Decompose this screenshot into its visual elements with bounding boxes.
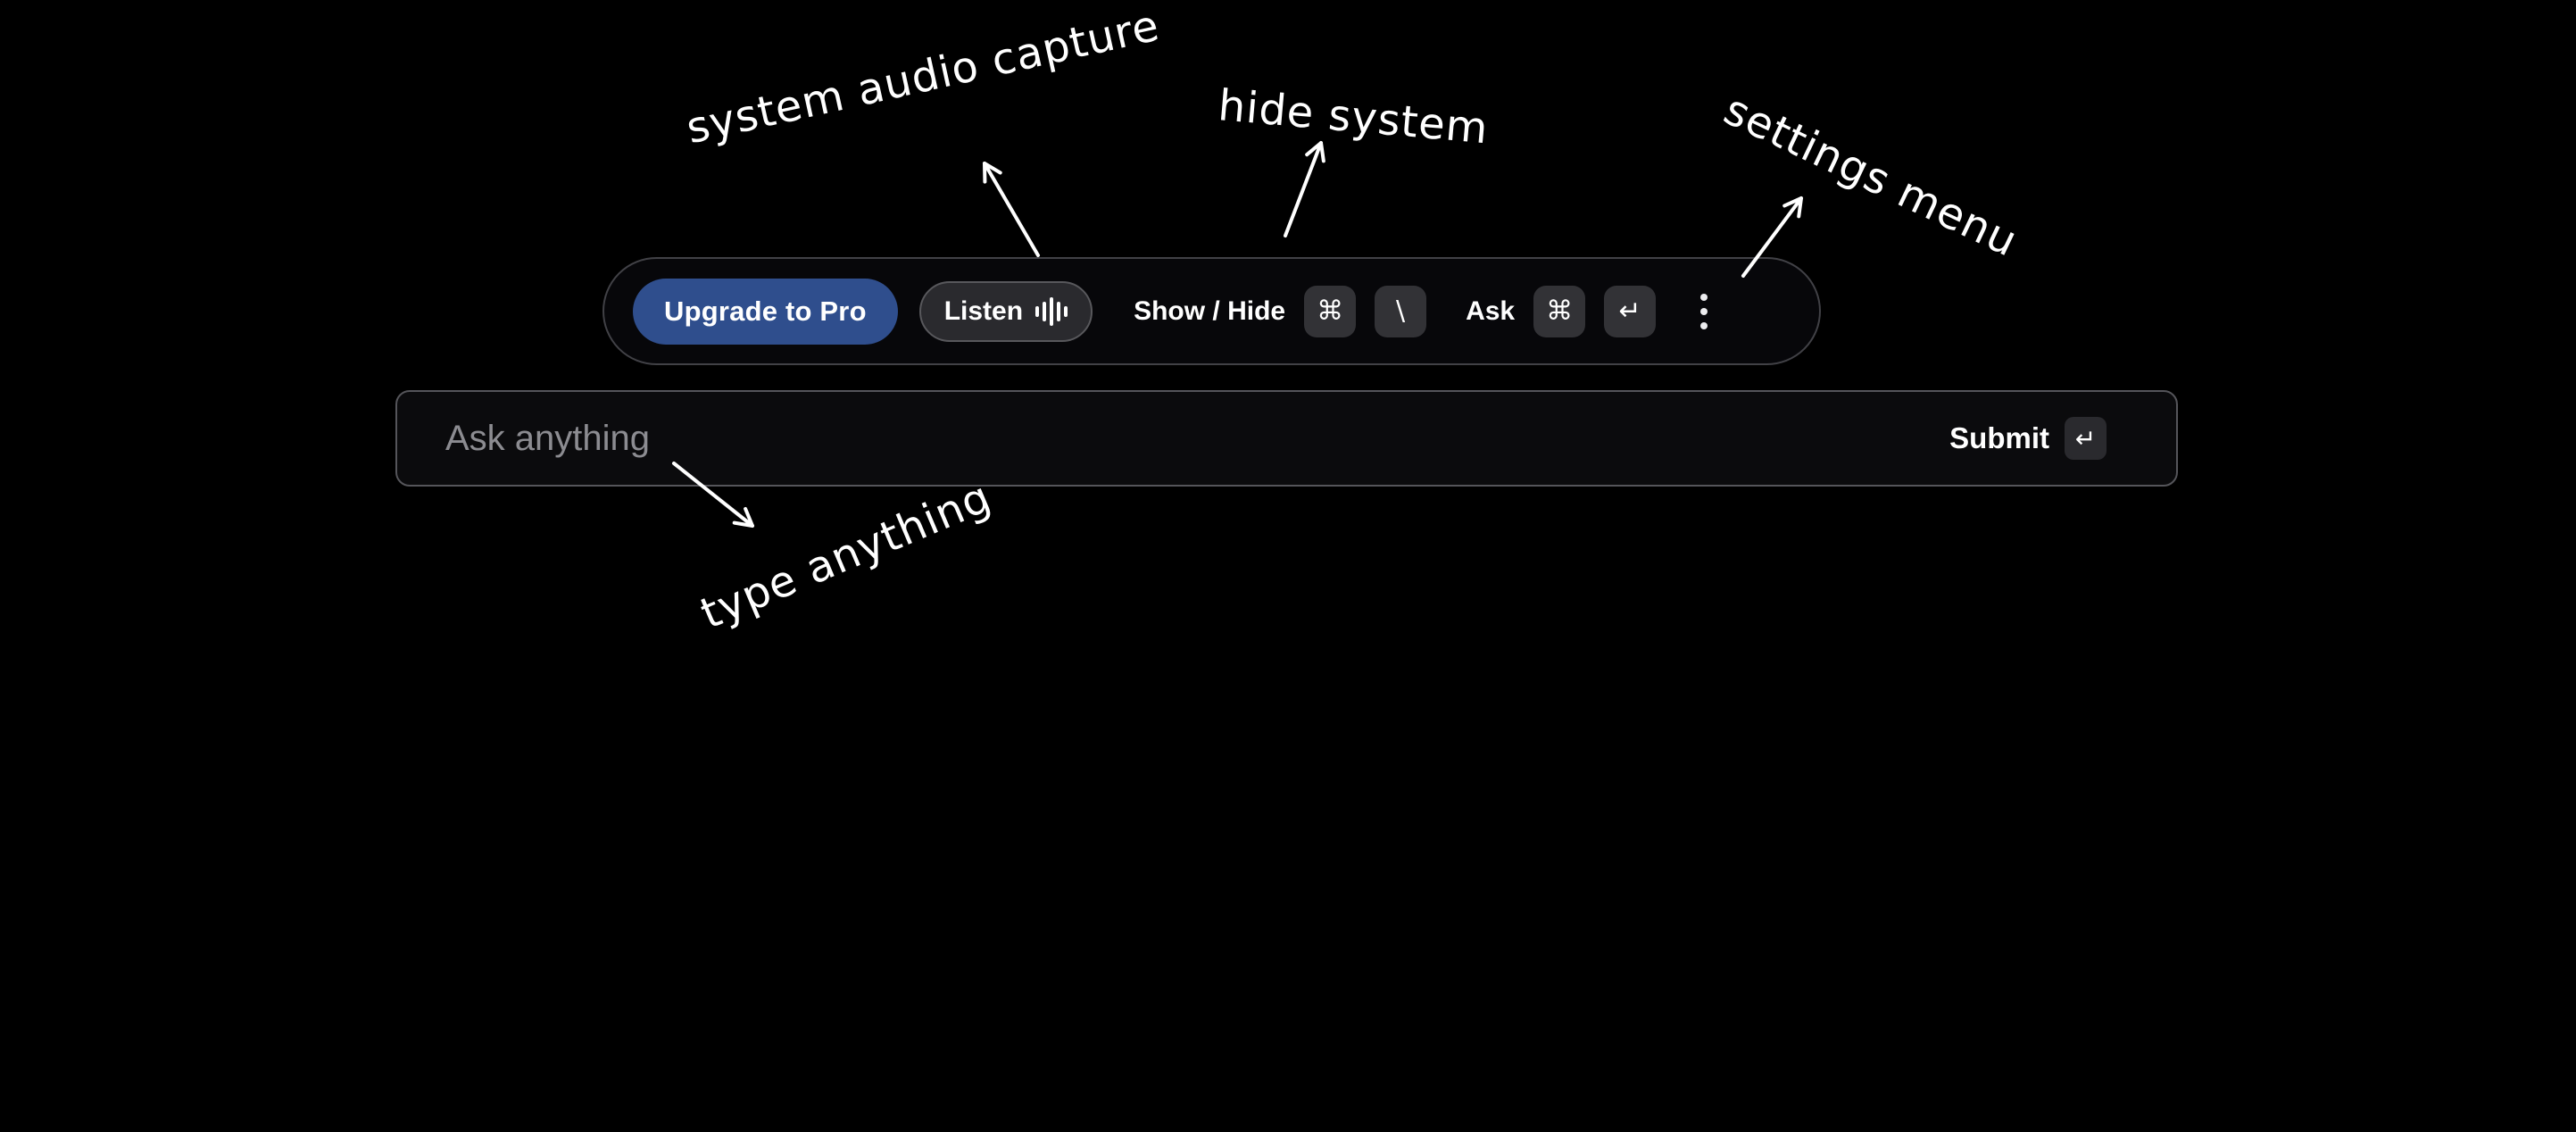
dot-icon (1700, 321, 1708, 329)
submit-button[interactable]: Submit ↵ (1949, 417, 2151, 460)
dot-icon (1700, 307, 1708, 315)
assistant-toolbar: Upgrade to Pro Listen Show / Hide ⌘ \ As… (602, 257, 1821, 365)
command-keycap: ⌘ (1304, 285, 1357, 337)
arrow-show-hide (1284, 141, 1325, 237)
show-hide-label: Show / Hide (1134, 295, 1286, 326)
return-keycap: ↵ (1604, 285, 1657, 337)
show-hide-control[interactable]: Show / Hide ⌘ \ (1134, 285, 1427, 337)
command-keycap: ⌘ (1533, 285, 1586, 337)
listen-button-label: Listen (943, 295, 1024, 326)
arrow-listen (983, 162, 1040, 257)
annotation-settings-menu: settings menu (1716, 84, 2026, 267)
ask-anything-input[interactable] (397, 392, 1950, 485)
listen-button[interactable]: Listen (918, 280, 1093, 342)
upgrade-to-pro-button[interactable]: Upgrade to Pro (633, 278, 898, 345)
backslash-keycap: \ (1375, 285, 1427, 337)
dot-icon (1700, 293, 1708, 301)
annotation-hide-system: hide system (1216, 80, 1491, 154)
ask-control[interactable]: Ask ⌘ ↵ (1466, 285, 1657, 337)
ask-label: Ask (1466, 295, 1516, 326)
annotation-type-anything: type anything (694, 471, 999, 639)
settings-menu-button[interactable] (1695, 288, 1713, 335)
waveform-icon (1035, 296, 1068, 327)
ask-anything-bar: Submit ↵ (395, 390, 2178, 487)
annotation-system-audio-capture: system audio capture (681, 0, 1165, 154)
return-keycap: ↵ (2065, 417, 2107, 460)
submit-label: Submit (1949, 421, 2049, 454)
